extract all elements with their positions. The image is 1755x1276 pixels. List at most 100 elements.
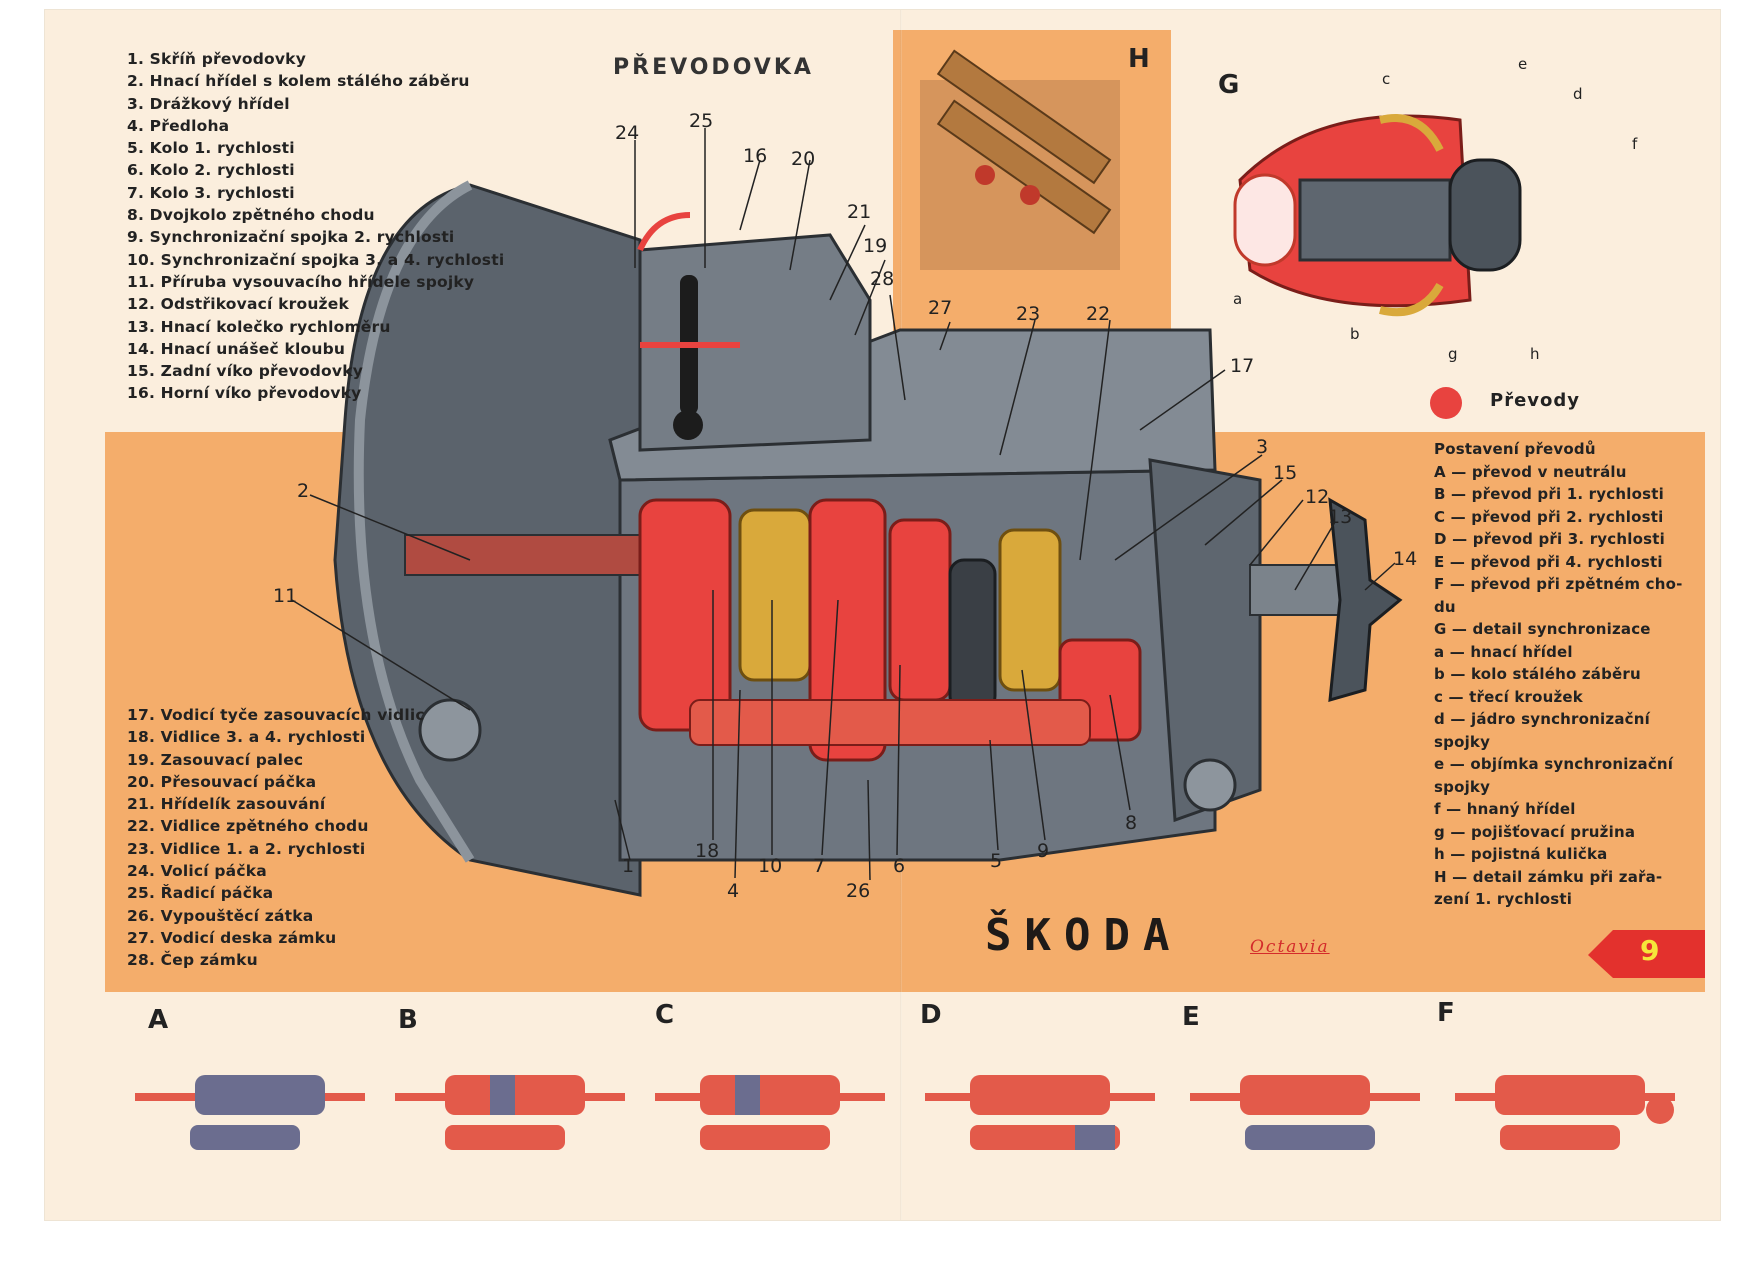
callout-20: 20 [791,148,816,170]
legend-item: 12. Odstřikovací kroužek [127,295,349,314]
legend-item: B — převod při 1. rychlosti [1434,485,1664,503]
legend-item: 28. Čep zámku [127,951,258,970]
legend-item: 24. Volicí páčka [127,862,267,881]
legend-item: 13. Hnací kolečko rychloměru [127,317,391,336]
rotate-arrow [637,212,691,252]
legend-item: C — převod při 2. rychlosti [1434,507,1664,526]
legend-item: 11. Příruba vysouvacího hřídele spojky [127,272,475,291]
callout-10: 10 [758,855,783,877]
callout-6: 6 [893,855,906,877]
legend-item: g — pojišťovací pružina [1434,822,1636,841]
detail-h-illustration [920,49,1120,270]
brand-logo: ŠKODA [985,910,1183,961]
shift-lever-knob [673,410,703,440]
callout-16: 16 [743,145,768,167]
legend-item: 20. Přesouvací páčka [127,772,317,791]
callout-11: 11 [273,585,298,607]
callout-23: 23 [1016,303,1041,325]
legend-item: F — převod při zpětném cho- [1434,575,1683,593]
legend-item: 16. Horní víko převodovky [127,384,362,403]
callout-12: 12 [1305,486,1330,508]
legend-item: H — detail zámku při zařa- [1434,867,1663,886]
legend-item: 17. Vodicí tyče zasouvacích vidlic [127,706,425,724]
legend-item: f — hnaný hřídel [1434,800,1576,818]
legend-item: 15. Zadní víko převodovky [127,362,364,381]
callout-22: 22 [1086,303,1111,325]
clutch-flange [418,698,482,762]
legend-item: 23. Vidlice 1. a 2. rychlosti [127,839,366,858]
legend-item: 25. Řadicí páčka [127,884,274,903]
legend-item: b — kolo stálého záběru [1434,665,1641,683]
drive-flange [1328,497,1403,703]
parts-legend-2: 17. Vodicí tyče zasouvacích vidlic 18. Vi… [127,704,425,972]
callout-4: 4 [727,880,740,902]
legend-item: 19. Zasouvací palec [127,750,304,769]
legend-item: 1. Skříň převodovky [127,50,306,68]
callout-21: 21 [847,201,872,223]
page-title: PŘEVODOVKA [613,55,814,80]
input-shaft [404,534,656,576]
shift-diagram-a [135,1075,365,1150]
g-letter-f: f [1632,135,1638,153]
legend-item: 9. Synchronizační spojka 2. rychlosti [127,228,455,247]
legend-item: 10. Synchronizační spojka 3. a 4. rychlo… [127,250,505,269]
legend-item: a — hnací hřídel [1434,642,1573,661]
shift-label-c: C [655,1000,675,1030]
callout-3: 3 [1256,436,1269,458]
legend-item: du [1434,597,1456,616]
legend-item: 22. Vidlice zpětného chodu [127,817,369,836]
speedometer-gear [1183,758,1237,812]
legend-item: 21. Hřídelík zasouvání [127,795,326,814]
g-letter-h: h [1530,345,1540,363]
g-letter-a: a [1233,290,1243,308]
shift-diagrams [135,1075,1675,1150]
legend-item: G — detail synchronizace [1434,620,1651,638]
legend-item: 8. Dvojkolo zpětného chodu [127,206,375,225]
legend-item: Postavení převodů [1434,440,1596,458]
gear-color-swatch [1430,387,1462,419]
callout-28: 28 [870,268,895,290]
legend-item: h — pojistná kulička [1434,845,1608,863]
callout-5: 5 [990,850,1003,872]
legend-item: spojky [1434,777,1491,796]
legend-item: 2. Hnací hřídel s kolem stálého záběru [127,72,470,91]
rear-cover [1148,458,1262,823]
shift-label-e: E [1182,1002,1200,1032]
detail-g-illustration [1233,114,1522,317]
g-letter-d: d [1573,85,1583,103]
countershaft [689,699,1091,746]
callout-14: 14 [1393,548,1418,570]
callout-18: 18 [695,840,720,862]
gear-legend-label: Převody [1490,390,1580,411]
bell-housing-rim [353,180,475,863]
legend-item: e — objímka synchronizační [1434,755,1674,773]
legend-item: zení 1. rychlosti [1434,890,1573,908]
g-letter-b: b [1350,325,1360,343]
callout-19: 19 [863,235,888,257]
callout-17: 17 [1230,355,1255,377]
g-letter-g: g [1448,345,1458,363]
callout-24: 24 [615,122,640,144]
callout-25: 25 [689,110,714,132]
callout-9: 9 [1037,840,1050,862]
shift-label-f: F [1437,998,1455,1028]
shift-label-d: D [920,1000,942,1030]
g-letter-e: e [1518,55,1528,73]
shift-label-a: A [148,1005,169,1035]
legend-item: 5. Kolo 1. rychlosti [127,139,295,158]
legend-item: 26. Vypouštěcí zátka [127,906,314,925]
detail-g-label: G [1218,70,1240,100]
shift-diagram-b [395,1075,625,1150]
parts-legend-1: 1. Skříň převodovky 2. Hnací hřídel s kol… [127,48,504,405]
shift-diagram-e [1190,1075,1420,1150]
callout-15: 15 [1273,462,1298,484]
legend-item: 3. Drážkový hřídel [127,94,290,113]
callout-1: 1 [622,855,635,877]
legend-item: 18. Vidlice 3. a 4. rychlosti [127,728,366,747]
legend-item: D — převod při 3. rychlosti [1434,530,1665,548]
g-letter-c: c [1382,70,1391,88]
callout-8: 8 [1125,812,1138,834]
legend-item: E — převod při 4. rychlosti [1434,552,1663,571]
